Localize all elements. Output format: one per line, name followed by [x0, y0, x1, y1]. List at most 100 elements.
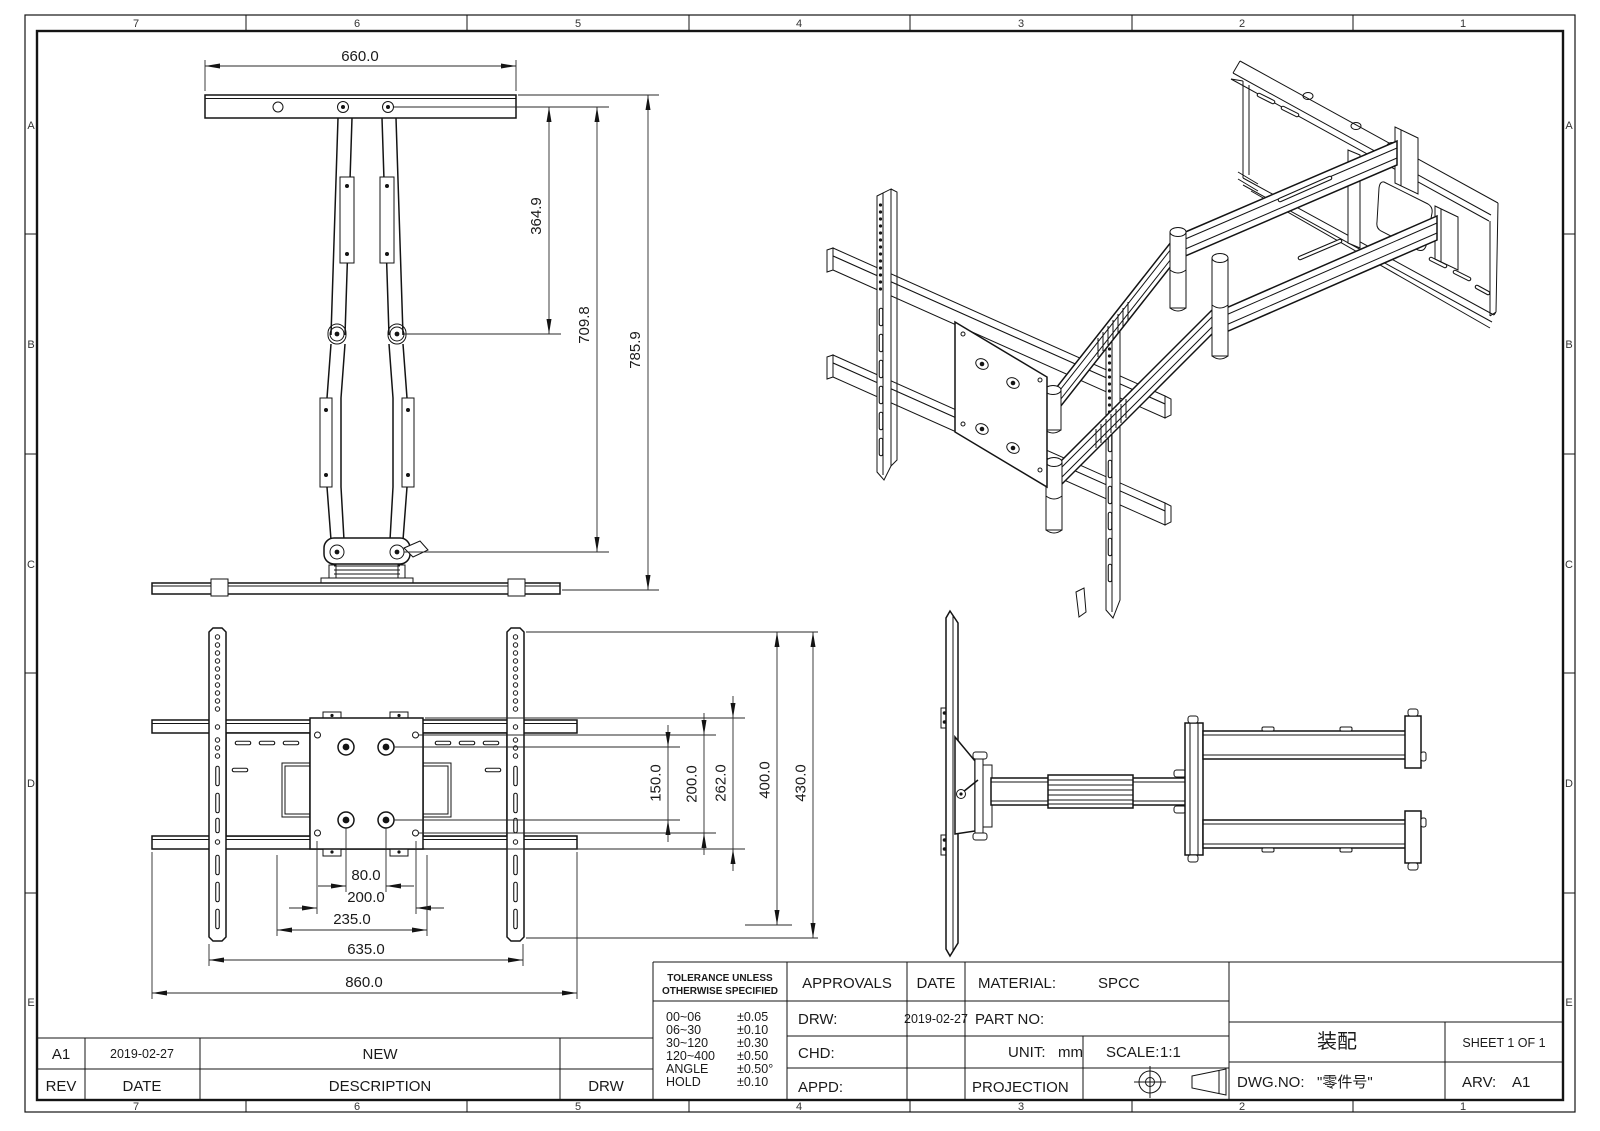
zone-row: E: [27, 997, 34, 1009]
rev-value: A1: [52, 1046, 70, 1063]
zone-col: 1: [1460, 1101, 1466, 1113]
sheet-label: SHEET 1 OF 1: [1462, 1036, 1545, 1050]
tv-rail-left-front: [208, 627, 227, 942]
wall-plate-left: [225, 732, 311, 837]
tolerance-title-1: TOLERANCE UNLESS: [667, 973, 773, 984]
dim-width-660: 660.0: [341, 48, 379, 65]
tv-plate-side: [945, 609, 959, 958]
drw-header: DRW: [588, 1078, 624, 1095]
tol-range: 06~30: [666, 1023, 701, 1037]
zone-col: 7: [133, 1101, 139, 1113]
dim-364: 364.9: [528, 197, 545, 235]
appd-label: APPD:: [798, 1079, 843, 1096]
drw-date: 2019-02-27: [904, 1012, 968, 1026]
tol-range: 120~400: [666, 1049, 715, 1063]
description-header: DESCRIPTION: [329, 1078, 432, 1095]
rev-date: 2019-02-27: [110, 1047, 174, 1061]
tol-range: HOLD: [666, 1075, 701, 1089]
sheet-border: 7 6 5 4 3 2 1 7 6 5 4 3 2 1 A B C D E A …: [24, 14, 1576, 1113]
material-value: SPCC: [1098, 975, 1140, 992]
tol-range: 00~06: [666, 1010, 701, 1024]
dim-860: 860.0: [345, 974, 383, 991]
side-view: [940, 609, 1427, 958]
tol-range: ANGLE: [666, 1062, 708, 1076]
first-angle-projection-icon: [1134, 1066, 1166, 1098]
tolerance-table: TOLERANCE UNLESS OTHERWISE SPECIFIED 00~…: [662, 973, 778, 1089]
rev-description: NEW: [363, 1046, 399, 1063]
part-no-label: PART NO:: [975, 1011, 1044, 1028]
grip-hatch-lower: [1095, 399, 1127, 448]
dim-200h: 200.0: [347, 889, 385, 906]
arv-value: A1: [1512, 1074, 1530, 1091]
zone-col: 4: [796, 1101, 802, 1113]
tv-rail-rear: [1105, 324, 1121, 619]
grip-hatch-upper: [1097, 302, 1129, 357]
dim-430: 430.0: [793, 764, 810, 802]
tol-value: ±0.05: [737, 1010, 768, 1024]
top-view-dimension-lines: [204, 60, 659, 591]
unit-value: mm: [1058, 1044, 1083, 1061]
zone-col: 2: [1239, 1101, 1245, 1113]
zone-col: 2: [1239, 18, 1245, 30]
wall-plate-right: [422, 732, 508, 837]
zone-col: 5: [575, 1101, 581, 1113]
drawing-title: 装配: [1317, 1030, 1357, 1053]
articulated-arms: [1044, 139, 1438, 534]
zone-row: E: [1565, 997, 1572, 1009]
dwg-no-value: "零件号": [1317, 1074, 1373, 1091]
tv-rail-front: [876, 188, 898, 481]
dim-200v: 200.0: [684, 765, 701, 803]
zone-labels-top: 7 6 5 4 3 2 1: [133, 18, 1466, 30]
tol-value: ±0.10: [737, 1075, 768, 1089]
scale-label: SCALE:: [1106, 1044, 1159, 1061]
dim-785: 785.9: [627, 331, 644, 369]
date-label: DATE: [917, 975, 956, 992]
zone-col: 3: [1018, 1101, 1024, 1113]
vesa-plate-front: [309, 711, 424, 857]
zone-col: 1: [1460, 18, 1466, 30]
arv-label: ARV:: [1462, 1074, 1496, 1091]
zone-row: D: [1565, 778, 1573, 790]
projection-label: PROJECTION: [972, 1079, 1069, 1096]
front-view-dimension-lines: [151, 631, 818, 999]
title-block: TOLERANCE UNLESS OTHERWISE SPECIFIED 00~…: [652, 961, 1563, 1100]
chd-label: CHD:: [798, 1045, 835, 1062]
date-header: DATE: [123, 1078, 162, 1095]
tol-value: ±0.30: [737, 1036, 768, 1050]
lock-lever: [403, 540, 429, 558]
tol-value: ±0.50: [737, 1049, 768, 1063]
zone-col: 6: [354, 18, 360, 30]
zone-col: 3: [1018, 18, 1024, 30]
approvals-label: APPROVALS: [802, 975, 892, 992]
scale-value: 1:1: [1160, 1044, 1181, 1061]
unit-label: UNIT:: [1008, 1044, 1046, 1061]
zone-labels-right: A B C D E: [1565, 120, 1573, 1009]
material-label: MATERIAL:: [978, 975, 1056, 992]
zone-row: A: [27, 120, 35, 132]
dim-80: 80.0: [351, 867, 380, 884]
zone-row: C: [1565, 559, 1573, 571]
dim-235: 235.0: [333, 911, 371, 928]
revision-table: A1 2019-02-27 NEW REV DATE DESCRIPTION D…: [37, 1037, 653, 1100]
dim-400: 400.0: [757, 761, 774, 799]
zone-col: 7: [133, 18, 139, 30]
dim-262: 262.0: [713, 764, 730, 802]
zone-row: B: [27, 339, 34, 351]
zone-col: 6: [354, 1101, 360, 1113]
dim-635: 635.0: [347, 941, 385, 958]
zone-labels-left: A B C D E: [27, 120, 35, 1009]
tol-range: 30~120: [666, 1036, 708, 1050]
drw-label: DRW:: [798, 1011, 837, 1028]
tolerance-title-2: OTHERWISE SPECIFIED: [662, 986, 778, 997]
vesa-plate-iso: [954, 320, 1048, 489]
zone-col: 4: [796, 18, 802, 30]
tilt-lever: [962, 779, 979, 793]
zone-row: D: [27, 778, 35, 790]
pivot-cylinders: [1044, 227, 1229, 534]
dwg-no-label: DWG.NO:: [1237, 1074, 1305, 1091]
tol-value: ±0.50°: [737, 1062, 773, 1076]
front-view: 150.0 200.0 262.0 400.0 430.0 80.0 200.0…: [151, 627, 818, 999]
zone-row: C: [27, 559, 35, 571]
top-view: 660.0 364.9 709.8 785.9: [151, 48, 659, 597]
dim-709: 709.8: [576, 306, 593, 344]
